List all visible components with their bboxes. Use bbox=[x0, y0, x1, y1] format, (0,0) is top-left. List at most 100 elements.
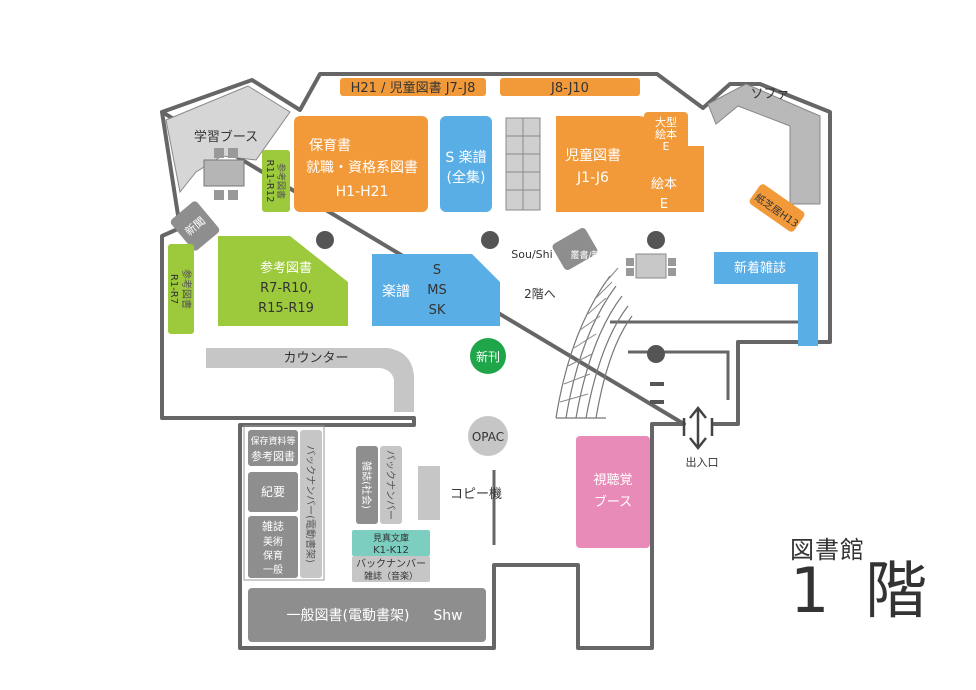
label-copier: コピー機 bbox=[450, 487, 502, 502]
floor-title: 1 階 bbox=[790, 554, 936, 627]
label-general-books: 一般図書(電動書架) bbox=[287, 608, 410, 624]
label-hoiku-1: 保育書 bbox=[309, 138, 351, 154]
label-bulletin: 紀要 bbox=[261, 485, 285, 499]
label-children-1: 児童図書 bbox=[565, 147, 621, 164]
label-scores-s: S bbox=[433, 263, 441, 278]
label-kenshin-2: K1-K12 bbox=[373, 545, 409, 556]
label-backnumber-v: バックナンバー bbox=[384, 450, 396, 520]
pillar bbox=[316, 231, 334, 249]
label-scores: 楽譜 bbox=[382, 284, 410, 300]
label-reference-r11: 参考図書 R11-R12 bbox=[264, 160, 287, 203]
svg-text:参考図書: 参考図書 bbox=[180, 269, 193, 309]
shelf-reference-green bbox=[218, 236, 348, 326]
label-magazines-2: 美術 bbox=[263, 535, 283, 548]
label-h21-children: H21 / 児童図書 J7-J8 bbox=[351, 80, 476, 96]
table-grid bbox=[505, 117, 541, 211]
label-to-2f: 2階へ bbox=[524, 286, 556, 301]
new-issues-shelf bbox=[470, 338, 506, 374]
shelf-reference-r11-r12 bbox=[262, 150, 290, 212]
label-backnumber-h: バックナンバー bbox=[356, 558, 426, 570]
svg-text:バックナンバー(電動書架): バックナンバー(電動書架) bbox=[304, 445, 317, 563]
label-j8-j10: J8-J10 bbox=[550, 81, 589, 96]
shelf-scores bbox=[372, 254, 500, 326]
label-scores-sk: SK bbox=[429, 303, 446, 318]
shelf-magazine-social bbox=[356, 446, 378, 524]
entrance-arrow-icon bbox=[682, 405, 714, 451]
label-children-2: J1-J6 bbox=[576, 170, 609, 186]
label-s-scores-2: (全集) bbox=[447, 169, 486, 186]
label-large-picture-2: 絵本 bbox=[655, 127, 677, 141]
shelf-kamishibai bbox=[749, 184, 805, 232]
outer-wall bbox=[160, 72, 832, 650]
label-s-scores-1: S 楽譜 bbox=[445, 150, 486, 166]
label-large-picture-3: E bbox=[663, 140, 670, 153]
stair-table bbox=[626, 253, 676, 279]
shelf-reference-r1-r7 bbox=[168, 244, 194, 334]
label-av-booth-1: 視聴覚 bbox=[593, 473, 632, 488]
label-counter: カウンター bbox=[283, 351, 348, 366]
opac-terminal[interactable] bbox=[468, 416, 508, 456]
label-storage-ref-2: 参考図書 bbox=[251, 449, 295, 463]
label-large-picture-1: 大型 bbox=[655, 115, 677, 129]
svg-text:R1-R7: R1-R7 bbox=[168, 274, 179, 304]
label-kenshin-1: 見真文庫 bbox=[373, 532, 409, 544]
shelf-sou-shi bbox=[552, 227, 598, 271]
shelf-backnumber-motor bbox=[300, 430, 322, 578]
storage-room-wall bbox=[243, 425, 325, 581]
svg-text:R11-R12: R11-R12 bbox=[264, 160, 275, 203]
shelf-bulletin bbox=[248, 472, 298, 512]
label-magazines-3: 保育 bbox=[263, 549, 283, 562]
label-reference-green-3: R15-R19 bbox=[258, 301, 314, 316]
counter bbox=[206, 348, 414, 412]
shelf-j8-j10 bbox=[500, 78, 640, 96]
svg-text:参考図書: 参考図書 bbox=[275, 163, 287, 199]
study-booth-area bbox=[165, 85, 291, 200]
shelf-hoiku bbox=[294, 116, 428, 212]
shelf-new-magazines bbox=[714, 252, 818, 346]
label-reference-r1: 参考図書 R1-R7 bbox=[168, 269, 193, 309]
staircase bbox=[555, 275, 633, 419]
shelf-magazines bbox=[248, 516, 298, 578]
label-magazine-social: 雑誌(社会) bbox=[360, 461, 373, 509]
label-reference-green-1: 参考図書 bbox=[260, 260, 312, 276]
shelf-h21-children bbox=[340, 78, 486, 96]
stair-steps bbox=[559, 267, 619, 403]
label-hoiku-3: H1-H21 bbox=[336, 184, 389, 200]
map-subtitle: 図書館 bbox=[790, 536, 865, 564]
label-picture-books-2: E bbox=[660, 197, 668, 212]
label-new-magazines: 新着雑誌 bbox=[734, 260, 786, 276]
shelf-large-picture bbox=[644, 112, 688, 152]
label-picture-books-1: 絵本 bbox=[651, 177, 677, 192]
label-sou-shi: Sou/Shi bbox=[511, 248, 552, 261]
shelf-kenshin bbox=[352, 530, 430, 556]
newspaper-rack bbox=[170, 201, 220, 251]
label-collection-new: 叢書/新書 bbox=[570, 249, 609, 261]
label-general-books-code: Shw bbox=[433, 608, 462, 624]
label-study-booth: 学習ブース bbox=[194, 129, 258, 145]
label-reference-green-2: R7-R10, bbox=[260, 281, 312, 296]
shelf-general-books bbox=[248, 588, 486, 642]
copier bbox=[418, 466, 440, 520]
svg-text:雑誌(社会): 雑誌(社会) bbox=[360, 461, 373, 509]
pillar bbox=[647, 231, 665, 249]
label-storage-ref-1: 保存資料等 bbox=[250, 435, 295, 447]
label-scores-ms: MS bbox=[427, 283, 446, 298]
label-backnumber-motor: バックナンバー(電動書架) bbox=[304, 445, 317, 563]
av-booth bbox=[576, 436, 650, 548]
pillar bbox=[647, 345, 665, 363]
label-av-booth-2: ブース bbox=[594, 494, 632, 510]
svg-text:バックナンバー: バックナンバー bbox=[384, 450, 396, 520]
label-magazines-1: 雑誌 bbox=[262, 519, 284, 533]
shelf-backnumber-h bbox=[352, 556, 430, 582]
label-hoiku-2: 就職・資格系図書 bbox=[306, 160, 418, 176]
pillar bbox=[481, 231, 499, 249]
label-magazine-music: 雑誌（音楽） bbox=[364, 570, 418, 582]
shelf-backnumber-v bbox=[380, 446, 402, 524]
shelf-storage-ref bbox=[248, 430, 298, 466]
label-magazines-4: 一般 bbox=[263, 563, 283, 576]
shelf-s-scores bbox=[440, 116, 492, 212]
label-entrance: 出入口 bbox=[686, 455, 719, 469]
label-sofa: ソファ bbox=[750, 87, 789, 102]
label-opac: OPAC bbox=[472, 430, 504, 444]
